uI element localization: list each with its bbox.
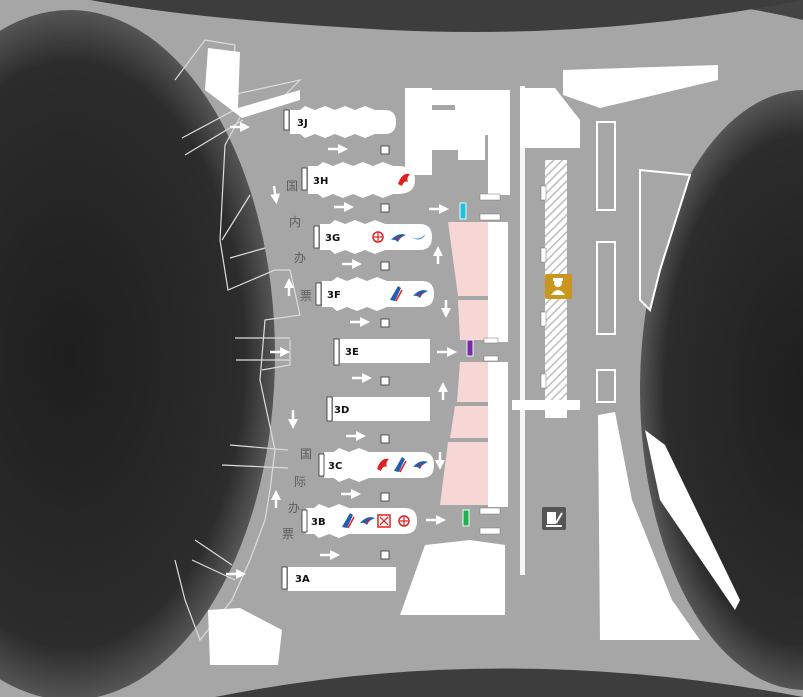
south-east-strip xyxy=(645,430,740,610)
counter-label-3F: 3F xyxy=(327,290,341,301)
north-central-block xyxy=(405,88,510,195)
south-west-block xyxy=(208,608,282,665)
domestic-checkin-label: 国 内 办 票 xyxy=(286,179,312,303)
counter-island-3H[interactable]: 3H xyxy=(301,162,415,198)
gate-markers xyxy=(479,185,547,535)
counter-island-3F[interactable]: 3F xyxy=(315,277,434,311)
china-southern-kapok-icon xyxy=(390,286,403,302)
red-square-emblem-icon xyxy=(377,514,391,528)
counter-island-3A[interactable]: 3A xyxy=(281,566,396,591)
bottom-dark-edge xyxy=(215,668,803,697)
counter-island-3E[interactable]: 3E xyxy=(333,338,430,366)
xiamen-airlines-icon xyxy=(410,234,426,240)
svg-text:国: 国 xyxy=(300,447,312,461)
svg-text:际: 际 xyxy=(294,475,306,489)
right-oval-courtyard xyxy=(640,90,803,690)
lane-crossbar xyxy=(512,400,580,410)
counter-label-3E: 3E xyxy=(345,347,359,358)
svg-text:票: 票 xyxy=(300,289,312,303)
svg-text:办: 办 xyxy=(294,250,306,265)
hainan-airlines-icon xyxy=(372,231,384,243)
pink-zones xyxy=(440,222,508,507)
left-oval-courtyard xyxy=(0,10,275,697)
svg-text:国: 国 xyxy=(286,179,298,193)
north-east-block xyxy=(520,88,580,148)
direction-arrows xyxy=(226,122,457,579)
east-column-1 xyxy=(596,121,616,211)
counter-label-3H: 3H xyxy=(313,176,328,187)
hainan-airlines-icon xyxy=(398,515,410,527)
customs-declaration-icon[interactable] xyxy=(542,507,566,530)
north-central-block-3 xyxy=(410,130,430,165)
china-southern-kapok-icon xyxy=(394,457,407,473)
china-eastern-swallow-icon xyxy=(391,234,406,242)
china-eastern-swallow-icon xyxy=(413,290,428,298)
svg-text:办: 办 xyxy=(288,500,300,515)
top-roof-shadow xyxy=(0,0,803,32)
china-eastern-swallow-icon xyxy=(413,461,428,469)
svg-text:内: 内 xyxy=(289,215,301,229)
counter-label-3G: 3G xyxy=(325,233,340,244)
international-checkin-label: 国 际 办 票 xyxy=(282,447,312,541)
china-southern-kapok-icon xyxy=(342,513,355,529)
north-east-roof-block xyxy=(563,65,718,108)
lane-base xyxy=(545,408,567,418)
air-china-phoenix-icon xyxy=(377,458,389,471)
svg-text:票: 票 xyxy=(282,527,294,541)
kiosk-markers xyxy=(380,145,390,560)
counter-island-3D[interactable]: 3D xyxy=(326,396,430,422)
central-corridor-wall xyxy=(520,86,525,575)
police-officer-icon[interactable] xyxy=(545,274,572,299)
air-china-phoenix-icon xyxy=(398,173,410,186)
counter-label-3D: 3D xyxy=(334,405,349,416)
china-eastern-swallow-icon xyxy=(360,517,375,525)
east-curved-wall-north xyxy=(639,168,692,312)
east-column-2 xyxy=(596,241,616,335)
south-central-block xyxy=(400,540,505,615)
north-west-block xyxy=(205,48,300,118)
cyan-gate-indicator xyxy=(459,202,467,220)
counter-island-3J[interactable]: 3J xyxy=(283,106,396,138)
counter-label-3J: 3J xyxy=(297,118,308,129)
counter-label-3A: 3A xyxy=(295,574,310,585)
purple-gate-indicator xyxy=(466,339,474,357)
south-east-block xyxy=(598,412,700,640)
counter-label-3B: 3B xyxy=(311,517,326,528)
counter-label-3C: 3C xyxy=(328,461,342,472)
left-walkway-outline xyxy=(174,39,302,642)
green-gate-indicator xyxy=(462,509,470,527)
east-column-3 xyxy=(596,369,616,403)
